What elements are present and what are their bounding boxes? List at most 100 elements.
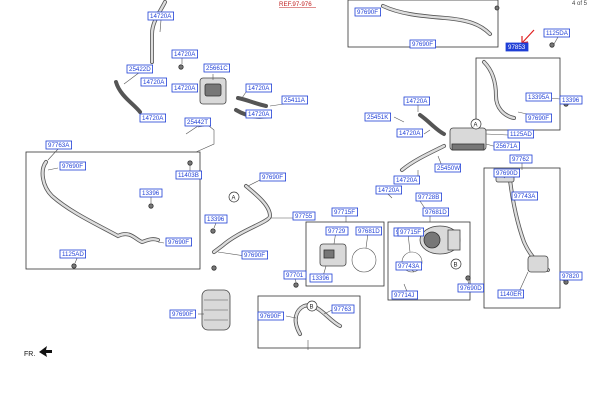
- part-number[interactable]: 14720A: [248, 85, 270, 92]
- part-label-97690f[interactable]: 97690F: [409, 39, 437, 49]
- part-label-11403b[interactable]: 11403B: [175, 170, 203, 180]
- part-label-1140er[interactable]: 1140ER: [497, 289, 525, 299]
- part-label-14720a[interactable]: 14720A: [171, 49, 199, 59]
- part-label-97681d[interactable]: 97681D: [355, 226, 383, 236]
- part-number[interactable]: 97743A: [398, 263, 420, 270]
- part-label-97690f[interactable]: 97690F: [257, 311, 285, 321]
- part-label-box[interactable]: [511, 191, 539, 201]
- part-number[interactable]: 97690F: [357, 9, 378, 16]
- part-label-box[interactable]: [147, 11, 175, 21]
- part-number[interactable]: 97715F: [334, 209, 355, 216]
- part-label-14720a[interactable]: 14720A: [245, 109, 273, 119]
- part-number[interactable]: 97853: [508, 44, 526, 51]
- part-number[interactable]: 14720A: [396, 177, 418, 184]
- part-label-box[interactable]: [281, 95, 309, 105]
- part-label-box[interactable]: [395, 261, 423, 271]
- part-number[interactable]: 97690F: [244, 252, 265, 259]
- part-label-97690d[interactable]: 97690D: [457, 283, 485, 293]
- part-number[interactable]: 97728B: [418, 194, 439, 201]
- part-label-97820[interactable]: 97820: [559, 271, 583, 281]
- part-number[interactable]: 97755: [295, 213, 313, 220]
- part-number[interactable]: 97681D: [358, 228, 380, 235]
- part-number[interactable]: 13396: [312, 275, 330, 282]
- part-label-box[interactable]: [525, 92, 553, 102]
- part-label-14720a[interactable]: 14720A: [375, 185, 403, 195]
- part-label-box[interactable]: [140, 77, 168, 87]
- part-label-box[interactable]: [493, 168, 521, 178]
- part-label-97690d[interactable]: 97690D: [493, 168, 521, 178]
- part-number[interactable]: 13396: [142, 190, 160, 197]
- part-number[interactable]: 25422D: [129, 66, 151, 73]
- part-label-box[interactable]: [175, 170, 203, 180]
- part-label-97729[interactable]: 97729: [325, 226, 349, 236]
- part-label-box[interactable]: [525, 113, 553, 123]
- part-label-box[interactable]: [391, 290, 419, 300]
- reference-link[interactable]: REF.97-976: [279, 1, 312, 8]
- part-number[interactable]: 1125AD: [510, 131, 532, 138]
- part-label-box[interactable]: [165, 237, 193, 247]
- part-label-box[interactable]: [204, 214, 228, 224]
- part-number[interactable]: 97690F: [528, 115, 549, 122]
- part-label-97715f[interactable]: 97715F: [397, 227, 425, 237]
- part-label-box[interactable]: [422, 207, 450, 217]
- part-label-25671a[interactable]: 25671A: [493, 141, 521, 151]
- part-label-25451k[interactable]: 25451K: [364, 112, 392, 122]
- part-label-box[interactable]: [203, 63, 231, 73]
- part-label-14720a[interactable]: 14720A: [403, 96, 431, 106]
- part-label-box[interactable]: [245, 83, 273, 93]
- part-label-25442t[interactable]: 25442T: [184, 117, 212, 127]
- part-number[interactable]: 97690D: [496, 170, 518, 177]
- part-number[interactable]: 25661C: [206, 65, 228, 72]
- part-label-13396[interactable]: 13396: [559, 95, 583, 105]
- part-number[interactable]: 97762: [512, 156, 530, 163]
- part-label-97690f[interactable]: 97690F: [354, 7, 382, 17]
- part-label-box[interactable]: [59, 161, 87, 171]
- part-label-97690f[interactable]: 97690F: [59, 161, 87, 171]
- part-label-box[interactable]: [59, 249, 87, 259]
- part-label-13396[interactable]: 13396: [309, 273, 333, 283]
- part-number[interactable]: 97690D: [460, 285, 482, 292]
- part-number[interactable]: 14720A: [399, 130, 421, 137]
- part-number[interactable]: 97763: [334, 306, 352, 313]
- part-label-97743a[interactable]: 97743A: [511, 191, 539, 201]
- part-number[interactable]: 14720A: [150, 13, 172, 20]
- part-label-25661c[interactable]: 25661C: [203, 63, 231, 73]
- part-number[interactable]: 14720A: [142, 115, 164, 122]
- part-label-box[interactable]: [171, 49, 199, 59]
- part-label-97690f[interactable]: 97690F: [525, 113, 553, 123]
- part-label-97701[interactable]: 97701: [283, 270, 307, 280]
- part-number[interactable]: 97714J: [394, 292, 414, 299]
- part-label-box[interactable]: [497, 289, 525, 299]
- part-number[interactable]: 14720A: [406, 98, 428, 105]
- part-label-box[interactable]: [397, 227, 425, 237]
- part-label-13396[interactable]: 13396: [204, 214, 228, 224]
- part-label-1125ad[interactable]: 1125AD: [507, 129, 535, 139]
- part-label-97763a[interactable]: 97763A: [45, 140, 73, 150]
- part-label-box[interactable]: [259, 172, 287, 182]
- part-label-97853[interactable]: 97853: [505, 42, 529, 52]
- part-label-box[interactable]: [126, 64, 154, 74]
- part-label-box[interactable]: [171, 83, 199, 93]
- part-label-box[interactable]: [375, 185, 403, 195]
- part-number[interactable]: 14720A: [378, 187, 400, 194]
- part-label-box[interactable]: [409, 39, 437, 49]
- part-number[interactable]: 1140ER: [500, 291, 522, 298]
- part-number[interactable]: 25450W: [437, 165, 460, 172]
- part-label-box[interactable]: [354, 7, 382, 17]
- part-label-box[interactable]: [559, 95, 583, 105]
- part-label-box[interactable]: [543, 28, 571, 38]
- part-label-box[interactable]: [169, 309, 197, 319]
- part-label-box[interactable]: [309, 273, 333, 283]
- part-number[interactable]: 97690F: [412, 41, 433, 48]
- part-label-13396[interactable]: 13396: [139, 188, 163, 198]
- part-label-box[interactable]: [355, 226, 383, 236]
- part-label-box[interactable]: [415, 192, 443, 202]
- part-label-14720a[interactable]: 14720A: [396, 128, 424, 138]
- part-number[interactable]: 13396: [207, 216, 225, 223]
- part-label-97714j[interactable]: 97714J: [391, 290, 419, 300]
- part-label-97743a[interactable]: 97743A: [395, 261, 423, 271]
- part-label-97681d[interactable]: 97681D: [422, 207, 450, 217]
- part-number[interactable]: 14720A: [174, 85, 196, 92]
- part-label-box[interactable]: [184, 117, 212, 127]
- part-label-97690f[interactable]: 97690F: [165, 237, 193, 247]
